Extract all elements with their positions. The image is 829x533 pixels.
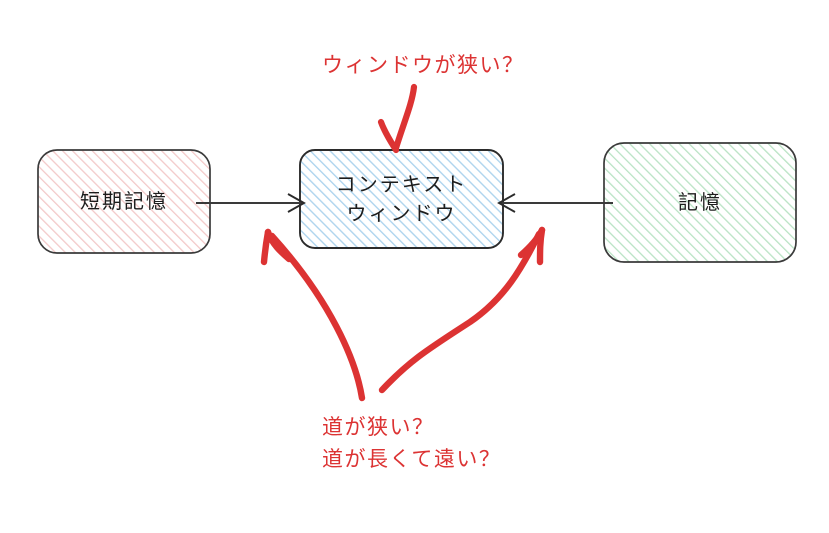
node-memory[interactable] <box>603 142 797 263</box>
annotation-arrow-path-left <box>260 228 366 402</box>
annotation-arrow-path-right <box>378 226 546 394</box>
annotation-line: 道が長くて遠い？ <box>322 446 502 471</box>
connector-memory-to-context <box>497 193 613 213</box>
connector-short-term-to-context <box>196 193 306 213</box>
annotation-arrow-window-narrow <box>377 83 418 154</box>
node-context-window[interactable] <box>299 149 504 249</box>
annotation-line: ウィンドウが狭い？ <box>322 53 525 77</box>
node-short-term-memory[interactable] <box>37 149 211 254</box>
annotation-text-path-issues: 道が狭い？ 道が長くて遠い？ <box>322 412 501 475</box>
annotation-text-window-narrow: ウィンドウが狭い？ <box>322 50 525 82</box>
annotation-line: 道が狭い？ <box>322 415 435 439</box>
